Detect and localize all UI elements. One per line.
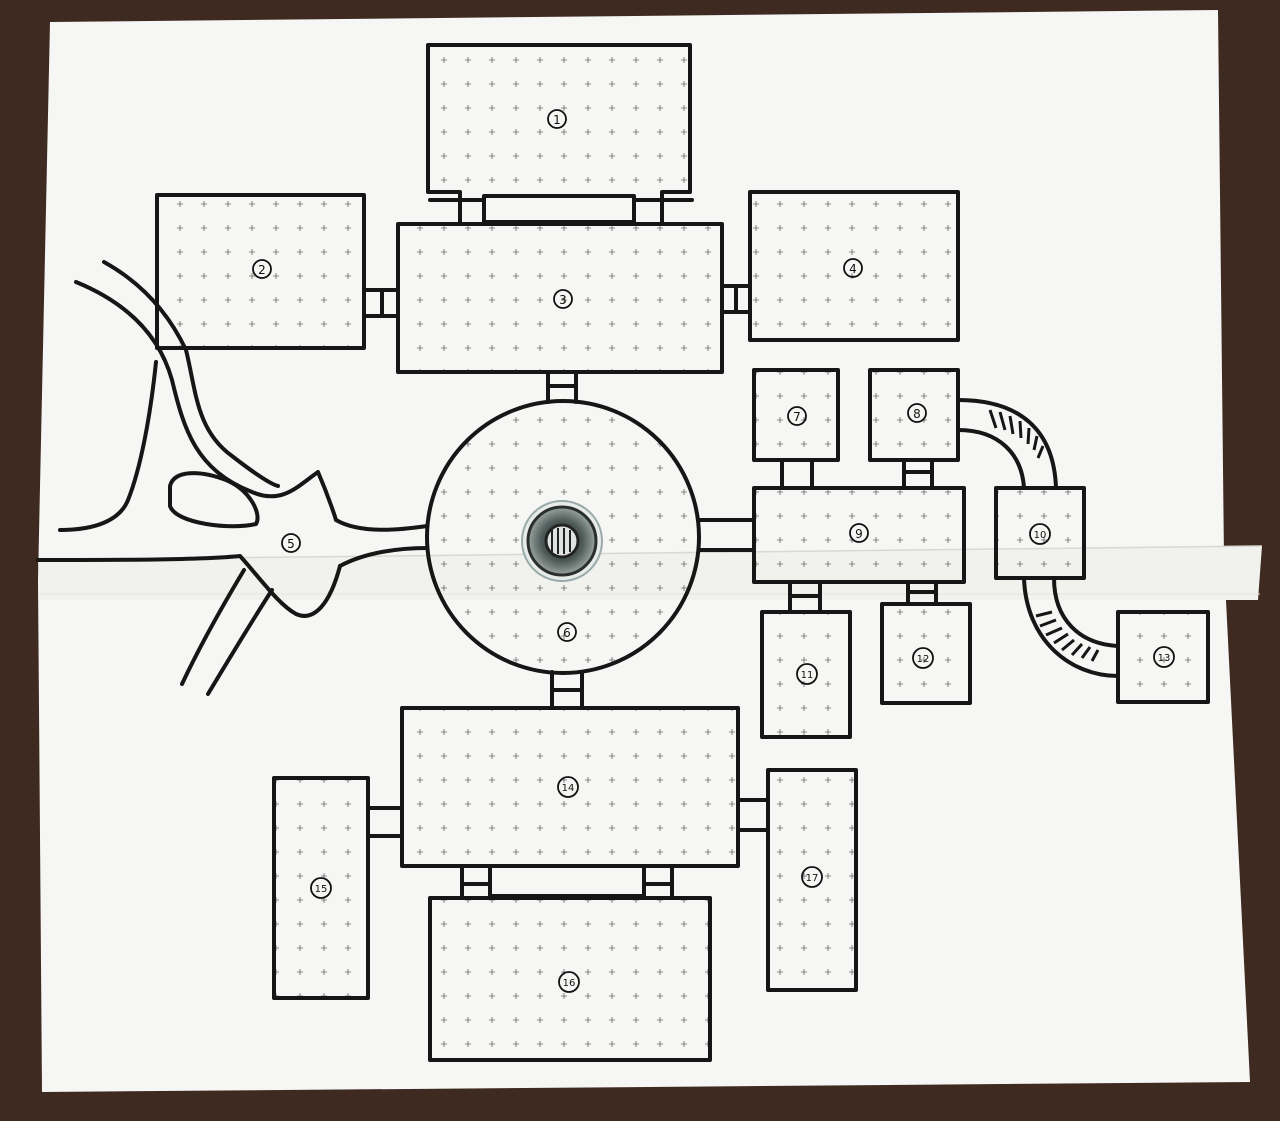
svg-text:14: 14 xyxy=(562,783,575,794)
room-17-walls xyxy=(766,768,858,992)
stairs-icon xyxy=(988,409,1100,662)
svg-text:5: 5 xyxy=(287,537,295,551)
room-5-cave xyxy=(36,260,342,696)
svg-text:16: 16 xyxy=(563,978,576,989)
room-2-label: 2 xyxy=(252,259,272,279)
room-15-label: 15 xyxy=(310,877,332,899)
svg-text:7: 7 xyxy=(793,410,801,424)
room-13-label: 13 xyxy=(1153,646,1175,668)
room-4-walls xyxy=(748,190,960,342)
room-8-label: 8 xyxy=(907,403,927,423)
room-6-label: 6 xyxy=(557,622,577,642)
svg-text:15: 15 xyxy=(315,884,328,895)
room-11-label: 11 xyxy=(796,663,818,685)
room-16-label: 16 xyxy=(558,971,580,993)
corridors xyxy=(334,194,1120,900)
svg-text:2: 2 xyxy=(258,263,266,277)
room-2-walls xyxy=(155,193,366,350)
room-1-label: 1 xyxy=(547,109,567,129)
room-15-walls xyxy=(272,776,370,1000)
room-4-label: 4 xyxy=(843,258,863,278)
svg-text:8: 8 xyxy=(913,407,921,421)
svg-text:17: 17 xyxy=(806,873,819,884)
svg-text:11: 11 xyxy=(801,670,814,681)
room-7-walls xyxy=(752,368,840,462)
svg-text:3: 3 xyxy=(559,293,567,307)
room-12-label: 12 xyxy=(912,647,934,669)
svg-text:12: 12 xyxy=(917,654,930,665)
svg-text:6: 6 xyxy=(563,626,571,640)
room-7-label: 7 xyxy=(787,406,807,426)
room-12-walls xyxy=(880,602,972,705)
svg-text:13: 13 xyxy=(1158,653,1171,664)
well-token-icon xyxy=(521,500,603,582)
svg-text:1: 1 xyxy=(553,113,561,127)
room-17-label: 17 xyxy=(801,866,823,888)
room-14-label: 14 xyxy=(557,776,579,798)
svg-text:9: 9 xyxy=(855,527,863,541)
svg-text:10: 10 xyxy=(1034,530,1047,541)
svg-text:4: 4 xyxy=(849,262,857,276)
room-10-label: 10 xyxy=(1029,523,1051,545)
room-labels: 1 2 3 4 5 6 7 8 xyxy=(252,109,1175,993)
room-9-label: 9 xyxy=(849,523,869,543)
room-14-walls xyxy=(400,706,740,868)
room-13-walls xyxy=(1116,610,1210,704)
room-3-label: 3 xyxy=(553,289,573,309)
room-8-walls xyxy=(868,368,960,462)
room-5-label: 5 xyxy=(281,533,301,553)
